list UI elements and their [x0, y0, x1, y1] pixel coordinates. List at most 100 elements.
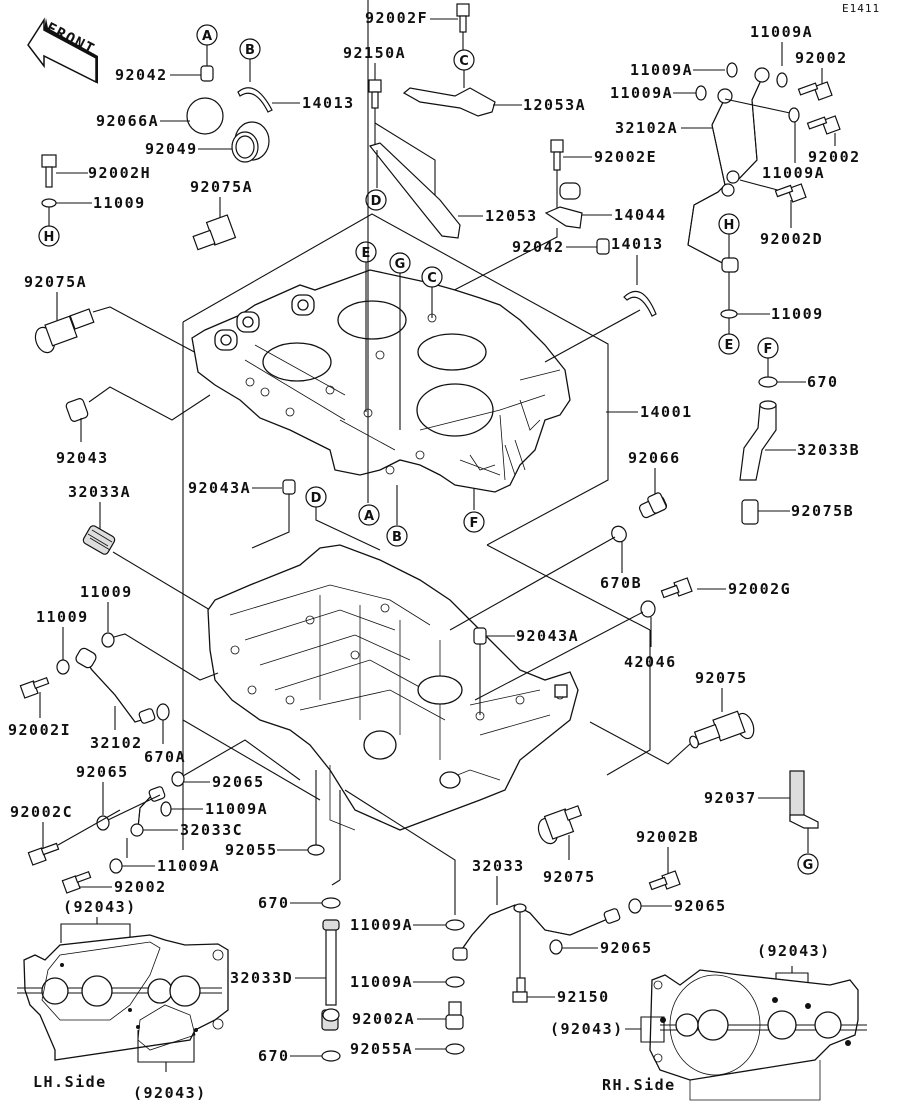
ref-circle-e-right: E [718, 333, 740, 355]
ref-circle-e-case: E [355, 241, 377, 263]
label-92042-top: 92042 [115, 66, 168, 84]
label-670-mid2: 670 [258, 1047, 290, 1065]
label-92002E: 92002E [594, 148, 657, 166]
label-92075B: 92075B [791, 502, 854, 520]
label-92150: 92150 [557, 988, 610, 1006]
bolt-92002-b [806, 115, 841, 135]
plug-92066A [186, 97, 224, 135]
damper-92075-right [689, 710, 755, 749]
label-92002-c: 92002 [114, 878, 167, 896]
svg-text:B: B [392, 530, 402, 545]
dowel-92043 [65, 398, 89, 422]
o-ring-670B [611, 525, 627, 543]
label-92150A: 92150A [343, 44, 406, 62]
label-14044: 14044 [614, 206, 667, 224]
washer-92065-d [549, 939, 563, 955]
label-92065-d: 92065 [600, 939, 653, 957]
dowel-pin-92042-top [200, 65, 214, 82]
bolt-92150A [368, 79, 382, 109]
washer-11009A-e [160, 801, 172, 817]
label-32102: 32102 [90, 734, 143, 752]
ref-circle-f-case: F [463, 511, 485, 533]
label-32033B: 32033B [797, 441, 860, 459]
label-92055: 92055 [225, 841, 278, 859]
label-92043: 92043 [56, 449, 109, 467]
ref-circle-b-case: B [386, 525, 408, 547]
svg-text:G: G [395, 257, 406, 272]
washer-11009A-g [445, 919, 465, 931]
label-92043-paren-lh-top: (92043) [63, 898, 137, 916]
ref-circle-d-case: D [305, 486, 327, 508]
svg-text:D: D [371, 194, 382, 209]
label-670A: 670A [144, 748, 186, 766]
o-ring-670-mid1 [321, 897, 341, 909]
svg-text:A: A [364, 509, 374, 524]
label-670-right: 670 [807, 373, 839, 391]
svg-text:B: B [245, 43, 255, 58]
label-11009A-a: 11009A [750, 23, 813, 41]
chain-guide-12053A [402, 87, 496, 117]
o-ring-670-right [758, 376, 778, 388]
washer-42046 [640, 600, 656, 618]
lh-side-label: LH.Side [33, 1073, 107, 1091]
label-92042-mid: 92042 [512, 238, 565, 256]
label-92065-b: 92065 [212, 773, 265, 791]
label-92049: 92049 [145, 140, 198, 158]
ref-circle-c-case: C [421, 266, 443, 288]
label-92075-bottom: 92075 [543, 868, 596, 886]
washer-11009-l2 [56, 659, 70, 675]
bolt-92002B [648, 870, 681, 891]
washer-92065-b [171, 771, 185, 787]
bolt-92002D [774, 183, 807, 203]
dowel-pin-92042-mid [596, 238, 610, 255]
diagram-code: E1411 [842, 2, 880, 15]
washer-11009A-f [109, 858, 123, 874]
ref-circle-b-top: B [239, 38, 261, 60]
bracket-14044 [544, 182, 583, 229]
label-92066: 92066 [628, 449, 681, 467]
label-14013-top: 14013 [302, 94, 355, 112]
damper-92075A-left [34, 308, 95, 354]
label-92043-paren-rh-top: (92043) [757, 942, 831, 960]
rh-side-view [649, 969, 867, 1101]
washer-11009-l1 [101, 632, 115, 648]
washer-92065-a [96, 815, 110, 831]
label-92002I: 92002I [8, 721, 71, 739]
ref-circle-c-top: C [453, 49, 475, 71]
label-92002C: 92002C [10, 803, 73, 821]
svg-text:F: F [764, 342, 773, 357]
o-ring-670A [156, 703, 170, 721]
label-92043-paren-lh-bot: (92043) [133, 1084, 207, 1102]
label-11009A-d: 11009A [762, 164, 825, 182]
label-92075-right: 92075 [695, 669, 748, 687]
o-ring-670-mid2 [321, 1050, 341, 1062]
svg-text:F: F [470, 516, 479, 531]
svg-text:E: E [725, 338, 734, 353]
svg-text:C: C [459, 54, 469, 69]
label-11009A-h: 11009A [350, 973, 413, 991]
washer-11009A-a [776, 72, 788, 88]
label-42046: 42046 [624, 653, 677, 671]
ref-circle-h-right: H [718, 213, 740, 235]
bearing-shell-14013-mid [623, 290, 657, 317]
label-11009A-c: 11009A [610, 84, 673, 102]
washer-11009A-b [726, 62, 738, 78]
label-92002G: 92002G [728, 580, 791, 598]
label-92075A-left: 92075A [24, 273, 87, 291]
oil-pipe-32102 [75, 647, 156, 724]
label-32102A: 32102A [615, 119, 678, 137]
oil-pipe-32102A [687, 67, 770, 273]
bolt-92002I [19, 677, 50, 699]
ref-circle-g-right: G [797, 853, 819, 875]
label-92002-b: 92002 [808, 148, 861, 166]
label-32033: 32033 [472, 857, 525, 875]
label-92043A-mid: 92043A [516, 627, 579, 645]
ref-circle-a-top: A [196, 24, 218, 46]
ref-circle-h-left: H [38, 225, 60, 247]
banjo-bolt-92002A [445, 1001, 464, 1030]
bolt-92150 [512, 977, 528, 1003]
label-670-mid1: 670 [258, 894, 290, 912]
svg-text:C: C [427, 271, 437, 286]
washer-11009A-d [788, 107, 800, 123]
